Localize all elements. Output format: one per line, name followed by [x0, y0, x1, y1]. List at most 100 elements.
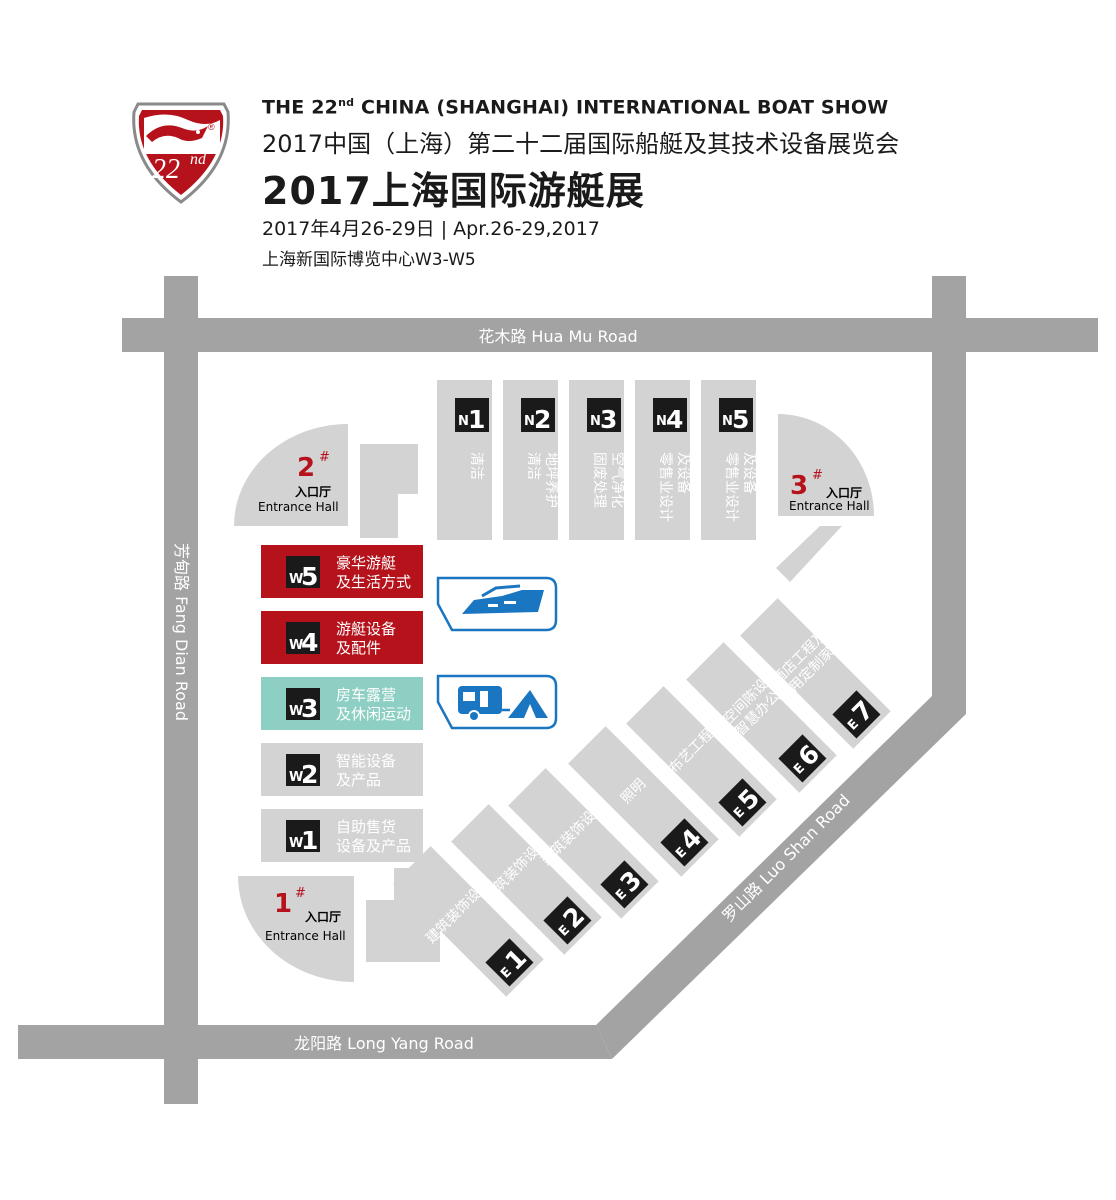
entrance-2-en: Entrance Hall — [258, 500, 339, 514]
hall-badge-number: 3 — [301, 694, 318, 723]
hall-label-line2: 设备及产品 — [336, 837, 411, 855]
hall-label-line1: 豪华游艇 — [336, 554, 396, 572]
hall-badge-letter: W — [289, 704, 303, 719]
logo-registered: ® — [208, 122, 215, 132]
entrance-2-number: 2 — [297, 453, 315, 483]
hall-label: 清洁 — [468, 452, 484, 480]
entrance-1-cn: 入口厅 — [305, 910, 341, 924]
hall-badge — [286, 754, 320, 786]
hall-badge-number: 4 — [301, 628, 318, 657]
hall-badge-letter: N — [524, 414, 535, 429]
hall-badge — [286, 622, 320, 654]
road-label-hua-mu: 花木路 Hua Mu Road — [478, 327, 637, 346]
entrance-3-cn: 入口厅 — [826, 486, 862, 500]
hall-label-line1: 房车露营 — [336, 686, 396, 704]
show-dates: 2017年4月26-29日 | Apr.26-29,2017 — [262, 218, 600, 240]
entrance-hall-1[interactable]: 1 # 入口厅 Entrance Hall — [238, 876, 354, 982]
entrance-3-number: 3 — [790, 471, 808, 501]
road-label-fang-dian: 芳甸路 Fang Dian Road — [172, 543, 191, 721]
show-logo: 22 nd ® — [132, 102, 230, 204]
hall-badge-number: 3 — [600, 405, 617, 434]
entrance-2-connector — [360, 444, 418, 538]
entrance-3-hash: # — [812, 468, 823, 483]
hall-label-line1: 游艇设备 — [336, 620, 396, 638]
hall-badge-number: 2 — [301, 760, 318, 789]
hall-label-line2: 及配件 — [336, 639, 381, 657]
hall-label: 固废处理 — [591, 452, 607, 508]
entrance-1-connector — [366, 868, 440, 962]
hall-badge — [286, 820, 320, 852]
title-en-suffix: CHINA (SHANGHAI) INTERNATIONAL BOAT SHOW — [354, 96, 889, 119]
caravan-tent-icon — [436, 674, 558, 730]
entrance-hall-3[interactable]: 3 # 入口厅 Entrance Hall — [778, 414, 874, 516]
yacht-icon — [436, 576, 558, 632]
hall-badge — [521, 398, 555, 432]
title-en-prefix: THE 22 — [262, 96, 339, 119]
logo-sup: nd — [190, 151, 207, 168]
hall-badge-letter: N — [722, 414, 733, 429]
logo-number: 22 — [152, 154, 180, 185]
hall-label: 及设备 — [741, 452, 758, 494]
entrance-2-hash: # — [319, 450, 330, 465]
hall-label: 零售业设计 — [723, 452, 739, 522]
road-fang-dian — [164, 276, 198, 1104]
hall-badge — [286, 556, 320, 588]
title-chinese: 2017中国（上海）第二十二届国际船艇及其技术设备展览会 — [262, 130, 900, 158]
title-english: THE 22nd CHINA (SHANGHAI) INTERNATIONAL … — [262, 96, 888, 118]
hall-badge-number: 4 — [666, 405, 683, 434]
entrance-3-connector — [776, 526, 842, 582]
entrance-2-cn: 入口厅 — [295, 485, 331, 499]
entrance-hall-2[interactable]: 2 # 入口厅 Entrance Hall — [234, 424, 348, 526]
hall-label: 空气净化 — [609, 452, 625, 508]
hall-label: 及设备 — [675, 452, 692, 494]
hall-label-line1: 智能设备 — [336, 752, 396, 770]
hall-badge-letter: W — [289, 638, 303, 653]
hall-badge — [455, 398, 489, 432]
hall-badge — [653, 398, 687, 432]
hall-badge-number: 1 — [301, 826, 318, 855]
hall-badge-letter: W — [289, 836, 303, 851]
hall-badge-number: 2 — [534, 405, 551, 434]
hall-label-line1: 自助售货 — [336, 818, 396, 836]
hall-label: 零售业设计 — [657, 452, 673, 522]
hall-badge-number: 5 — [732, 405, 749, 434]
entrance-1-en: Entrance Hall — [265, 929, 346, 943]
hall-label: 地坪养护 — [543, 452, 559, 508]
hall-badge — [286, 688, 320, 720]
hall-badge — [587, 398, 621, 432]
venue: 上海新国际博览中心W3-W5 — [262, 250, 476, 270]
hall-badge-letter: N — [458, 414, 469, 429]
hall-label-line2: 及产品 — [336, 771, 381, 789]
hall-label-line2: 及休闲运动 — [336, 705, 411, 723]
hall-badge-letter: W — [289, 572, 303, 587]
title-en-sup: nd — [338, 96, 355, 109]
hall-badge-letter: N — [590, 414, 601, 429]
hall-badge-number: 1 — [468, 405, 485, 434]
hall-label: 清洁 — [525, 452, 541, 480]
road-long-yang — [18, 1025, 612, 1059]
road-label-long-yang: 龙阳路 Long Yang Road — [294, 1034, 474, 1053]
hall-label-line2: 及生活方式 — [336, 573, 411, 591]
entrance-3-en: Entrance Hall — [789, 499, 870, 513]
